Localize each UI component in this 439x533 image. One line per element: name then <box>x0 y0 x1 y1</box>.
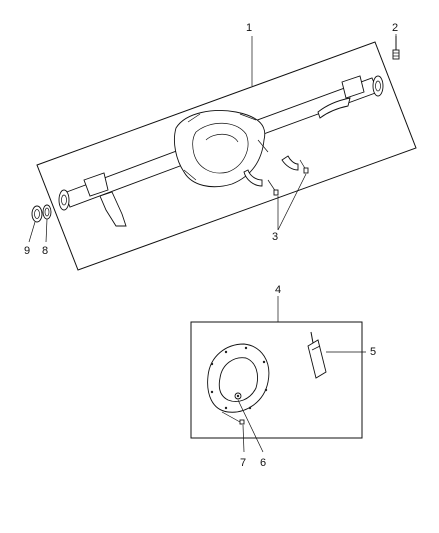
leader-9 <box>28 221 36 243</box>
callout-5: 5 <box>370 346 376 358</box>
right-spring-perch <box>341 75 365 99</box>
part-7-cover-bolt <box>221 411 245 425</box>
callout-3: 3 <box>272 231 278 243</box>
callout-6: 6 <box>260 457 266 469</box>
part-6-fill-plug <box>234 392 242 400</box>
callout-1: 1 <box>246 22 252 34</box>
part-3-bolts <box>243 155 309 196</box>
leader-7 <box>242 424 245 453</box>
callout-2: 2 <box>392 22 398 34</box>
right-axle-flange <box>372 75 384 97</box>
cover-kit-panel <box>190 296 366 453</box>
leader-6 <box>237 399 264 453</box>
callout-7: 7 <box>240 457 246 469</box>
leader-3b <box>277 173 307 231</box>
part-2-vent-stud <box>392 36 400 60</box>
part-5-sealant-tube <box>307 331 327 379</box>
left-spring-perch <box>83 172 109 197</box>
cover-kit-frame <box>190 321 363 439</box>
part-9-seal <box>31 205 43 223</box>
callout-9: 9 <box>24 245 30 257</box>
clamp-right <box>281 155 299 171</box>
part-8-seal <box>42 204 52 220</box>
left-mount-bracket <box>99 191 127 227</box>
callout-4: 4 <box>275 284 281 296</box>
axle-housing <box>58 75 384 227</box>
clamp-left <box>243 169 263 187</box>
right-mount-bracket <box>317 97 351 119</box>
axle-assembly-frame <box>36 41 417 271</box>
callout-8: 8 <box>42 245 48 257</box>
differential-cover-face <box>192 122 249 174</box>
left-axle-flange <box>58 189 70 211</box>
part-gasket <box>207 343 270 413</box>
leader-8 <box>45 218 48 243</box>
axle-assembly-panel <box>28 34 417 271</box>
